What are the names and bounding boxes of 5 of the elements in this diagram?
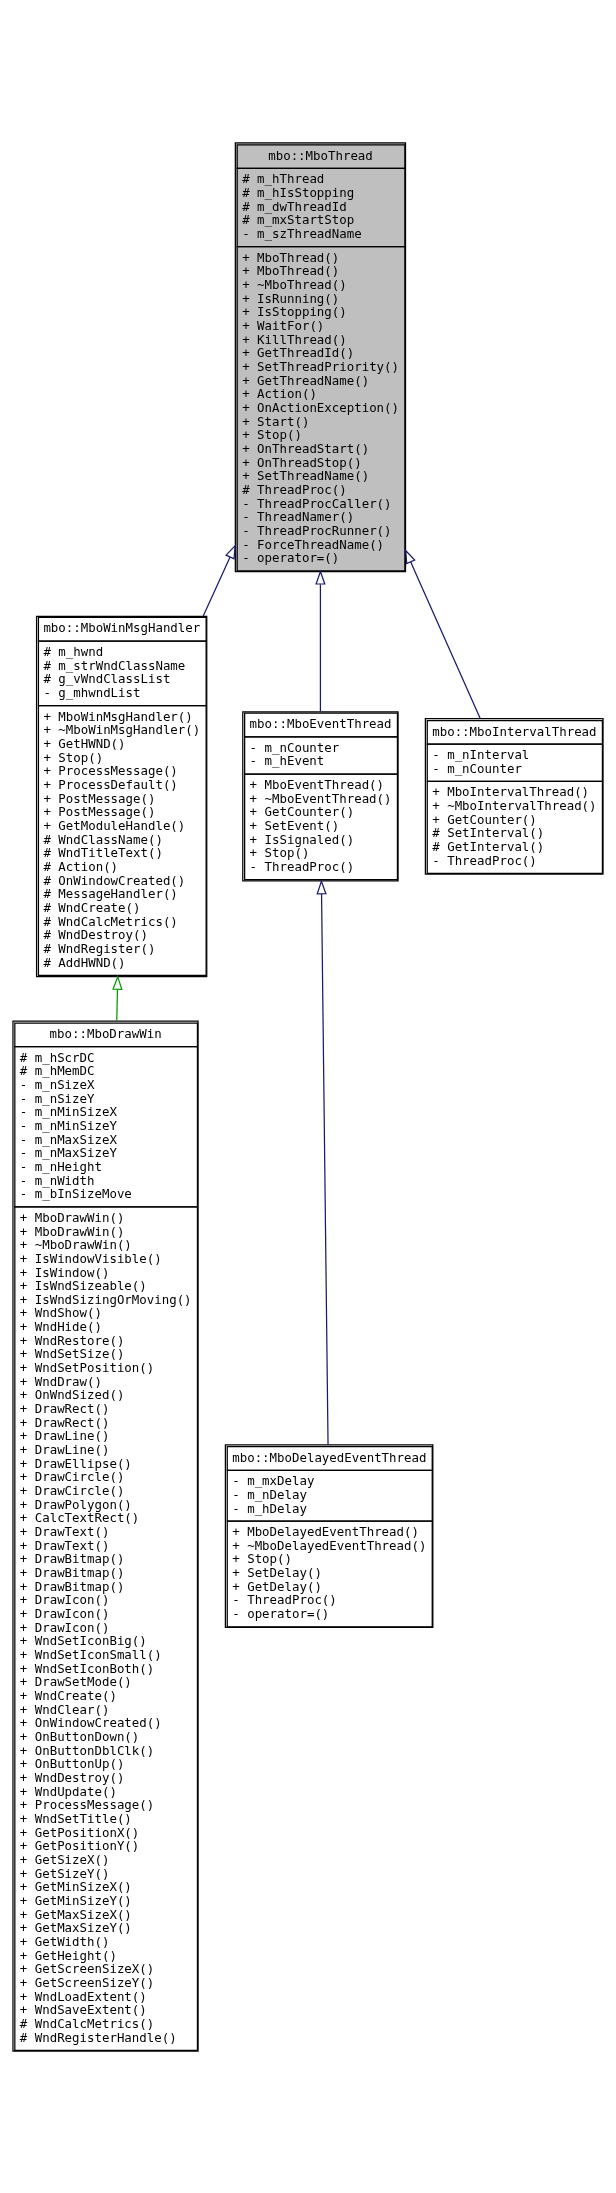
arrow [202, 543, 236, 617]
arrow [112, 974, 123, 1021]
arrow [404, 548, 481, 719]
arrow [315, 569, 326, 712]
arrow [316, 879, 329, 1445]
